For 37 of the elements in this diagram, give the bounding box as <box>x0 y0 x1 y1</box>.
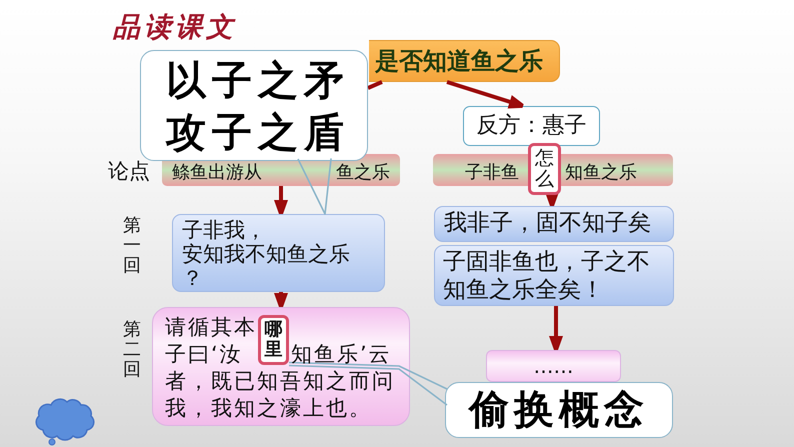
question-text: 是否知道鱼之乐 <box>375 46 543 76</box>
connector-line <box>367 80 383 90</box>
dialogue-text: 安知我不知鱼之乐？ <box>182 242 351 290</box>
speech-bubble <box>140 50 368 161</box>
row-label: 第二回 <box>123 320 141 380</box>
dialogue-box <box>172 214 385 292</box>
band-text: 知鱼之乐 <box>565 164 637 182</box>
highlight-text: 怎么 <box>535 148 554 190</box>
dialogue-box <box>434 206 674 242</box>
row-label: 第一回 <box>123 216 141 276</box>
band-text: 子非鱼 <box>465 164 519 182</box>
box-text: …… <box>534 354 574 378</box>
dialogue-text: 子固非鱼也，子之不知鱼之乐全矣！ <box>443 248 651 304</box>
callout-text: 以子之矛攻子之盾 <box>166 56 351 158</box>
callout-pointer <box>297 158 332 215</box>
dialogue-box <box>434 245 674 306</box>
dialogue-text: 请循其本 <box>165 314 257 341</box>
box-text: 反方：惠子 <box>476 112 586 140</box>
row-label: 论点 <box>108 159 150 184</box>
dialogue-text: 子曰‘汝 <box>165 341 243 368</box>
side-box <box>463 106 600 146</box>
ellipsis-box <box>486 350 621 382</box>
dialogue-text: 子非我， <box>182 218 266 242</box>
dialogue-box <box>152 307 410 426</box>
dialogue-text: 知鱼乐’云 <box>291 341 392 368</box>
question-box <box>369 40 560 82</box>
highlight-text: 哪里 <box>264 320 282 360</box>
highlight-box <box>258 315 289 365</box>
dialogue-text: 者，既已知吾知之而问我，我知之濠上也。 <box>165 368 396 422</box>
highlight-box <box>528 143 561 195</box>
band-text: 鲦鱼出游从 <box>172 164 262 182</box>
speech-bubble <box>445 382 673 438</box>
band-text: 鱼之乐 <box>336 164 390 182</box>
callout-text: 偷换概念 <box>469 386 649 434</box>
callout-pointer <box>288 362 448 406</box>
slide-title: 品读课文 <box>113 11 237 45</box>
dialogue-text: 我非子，固不知子矣 <box>444 210 651 238</box>
